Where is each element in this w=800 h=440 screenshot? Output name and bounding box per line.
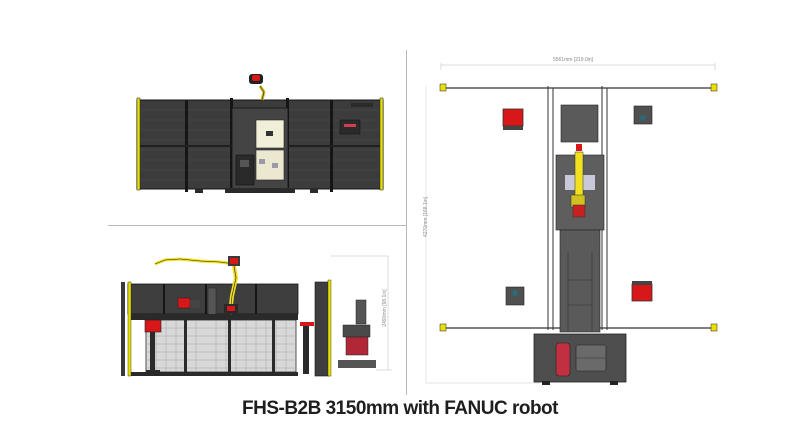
vertical-divider bbox=[406, 50, 407, 395]
horizontal-divider bbox=[108, 225, 406, 226]
top-depth-dimension: 4270mm [168.1in] bbox=[423, 196, 429, 238]
top-width-dimension: 5561mm [219.0in] bbox=[553, 57, 594, 63]
figure-caption: FHS-B2B 3150mm with FANUC robot bbox=[242, 398, 558, 419]
